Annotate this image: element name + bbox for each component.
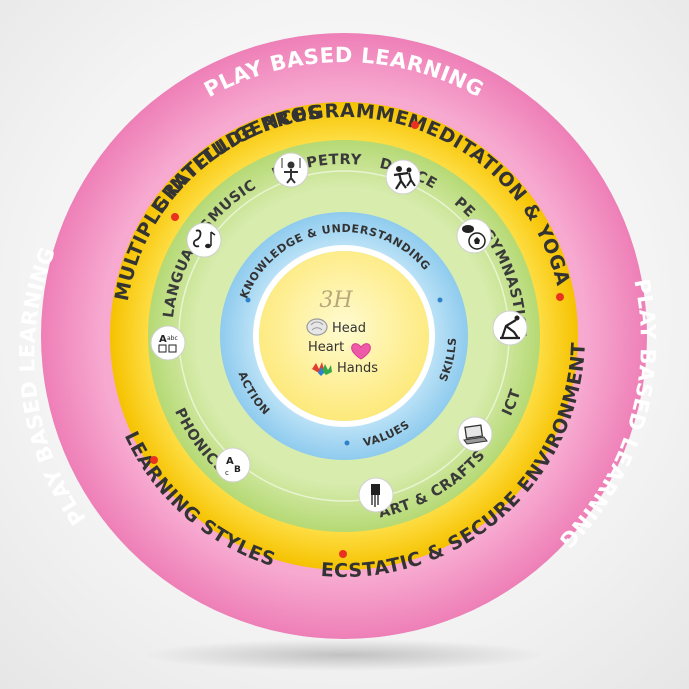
center-hands-label: Hands xyxy=(337,361,378,376)
separator-dot xyxy=(437,297,443,303)
phonics-abc-icon: A B c xyxy=(215,447,251,483)
center-head-label: Head xyxy=(332,321,366,336)
center-disc xyxy=(259,251,429,421)
center-border xyxy=(253,245,435,427)
heart-icon xyxy=(351,343,371,360)
brain-icon xyxy=(306,318,328,336)
svg-text:abc: abc xyxy=(167,335,178,342)
svg-text:A: A xyxy=(226,456,234,467)
center-title: 3H xyxy=(319,288,353,313)
separator-dot xyxy=(339,550,347,558)
separator-dot xyxy=(150,456,158,464)
center-heart-label: Heart xyxy=(308,340,344,355)
separator-dot xyxy=(171,213,179,221)
svg-text:c: c xyxy=(225,469,229,477)
separator-dot xyxy=(411,121,419,129)
ground-shadow xyxy=(144,639,544,671)
puppet-icon xyxy=(273,152,309,188)
svg-text:A: A xyxy=(159,334,167,345)
laptop-icon xyxy=(457,416,493,452)
separator-dot xyxy=(245,297,251,303)
separator-dot xyxy=(344,440,350,446)
music-notes-icon xyxy=(186,222,222,258)
separator-dot xyxy=(556,293,564,301)
art-brush-icon xyxy=(358,477,394,513)
hands-icon xyxy=(312,362,332,376)
svg-text:B: B xyxy=(234,465,241,475)
languages-icon: A abc xyxy=(150,325,186,361)
sports-ball-icon xyxy=(456,218,492,254)
dance-icon xyxy=(385,159,421,195)
gymnastics-icon xyxy=(492,310,528,346)
